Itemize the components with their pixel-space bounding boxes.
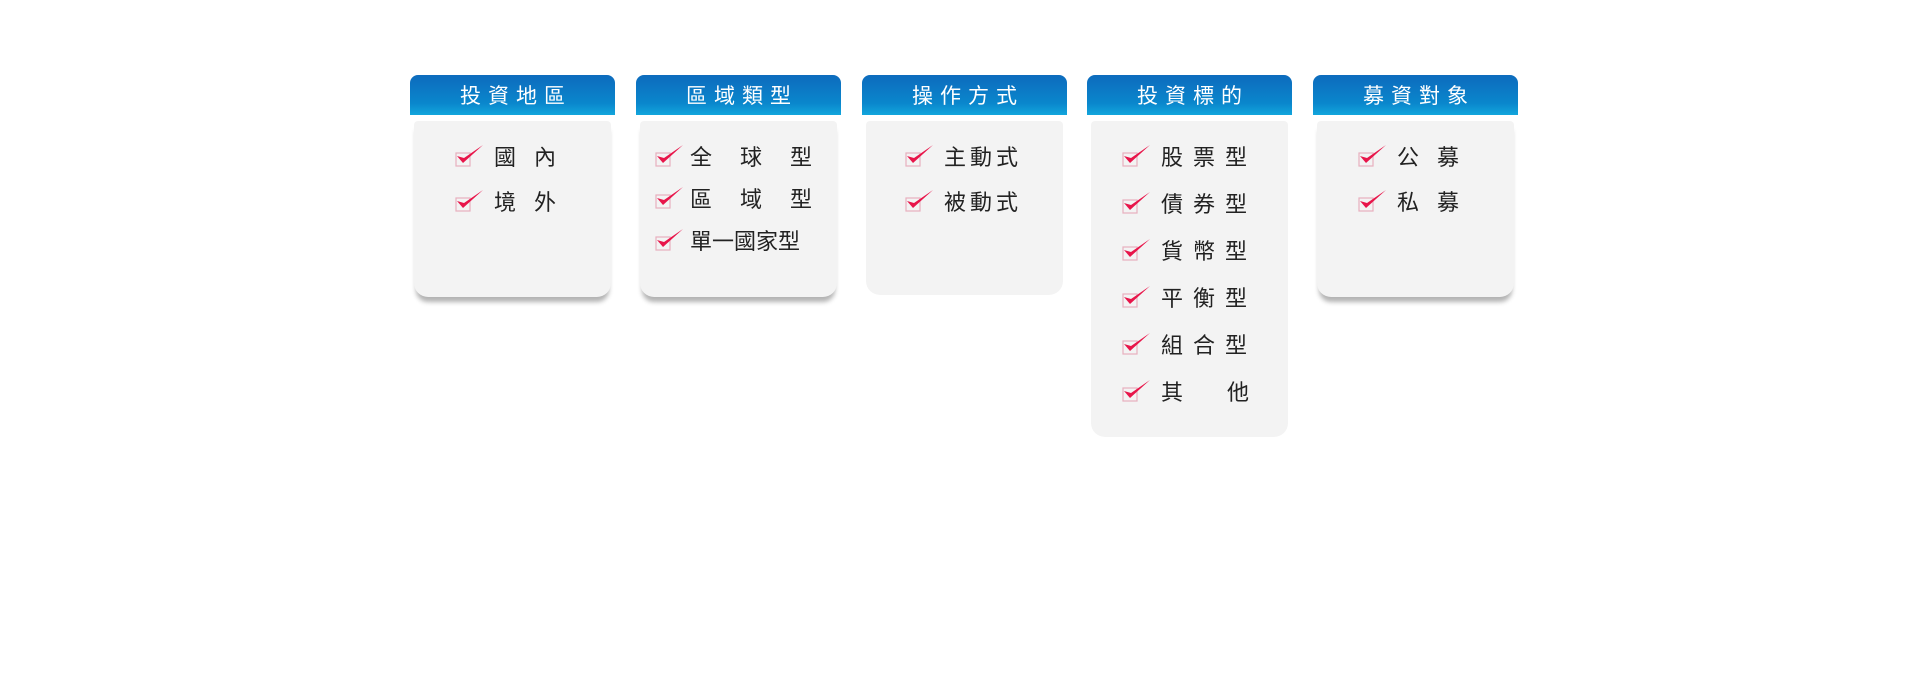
checkmark-icon <box>655 229 683 251</box>
checkmark-icon <box>1122 192 1150 214</box>
checkmark-icon <box>455 145 483 167</box>
checkmark-icon <box>655 187 683 209</box>
list-item: 其他 <box>1121 376 1293 406</box>
panel-body: 全球型 區域型 單一國家型 <box>640 121 837 297</box>
list-item: 國內 <box>454 141 574 171</box>
list-item: 區域型 <box>654 183 840 213</box>
panel-header: 募資對象 <box>1313 75 1518 115</box>
panel-body: 主動式 被動式 <box>866 121 1063 295</box>
list-item-label: 平衡型 <box>1161 287 1258 312</box>
list-item: 債券型 <box>1121 188 1257 218</box>
checkmark-icon <box>1122 380 1150 402</box>
list-item-label: 貨幣型 <box>1161 240 1258 265</box>
list-item: 單一國家型 <box>654 225 800 255</box>
list-item: 主動式 <box>904 141 1022 171</box>
panel-body: 公募 私募 <box>1317 121 1514 297</box>
panel-body: 股票型 債券型 貨幣型 平衡型 組合型 其他 <box>1091 121 1288 437</box>
list-item-label: 單一國家型 <box>690 230 801 255</box>
panel-header: 投資標的 <box>1087 75 1292 115</box>
list-item: 境外 <box>454 186 574 216</box>
list-item-label: 區域型 <box>690 188 841 213</box>
list-item-label: 主動式 <box>944 146 1023 171</box>
checkmark-icon <box>1122 239 1150 261</box>
list-item-label: 被動式 <box>944 191 1023 216</box>
checkmark-icon <box>1122 145 1150 167</box>
list-item-label: 組合型 <box>1161 334 1258 359</box>
checkmark-icon <box>455 190 483 212</box>
checkmark-icon <box>1358 145 1386 167</box>
checkmark-icon <box>1122 333 1150 355</box>
list-item-label: 全球型 <box>690 146 841 171</box>
list-item-label: 公募 <box>1397 146 1478 171</box>
checkmark-icon <box>905 145 933 167</box>
panel-header: 區域類型 <box>636 75 841 115</box>
checkmark-icon <box>1358 190 1386 212</box>
list-item-label: 私募 <box>1397 191 1478 216</box>
list-item: 貨幣型 <box>1121 235 1257 265</box>
list-item: 被動式 <box>904 186 1022 216</box>
list-item-label: 其他 <box>1161 381 1294 406</box>
list-item: 平衡型 <box>1121 282 1257 312</box>
list-item: 股票型 <box>1121 141 1257 171</box>
list-item: 私募 <box>1357 186 1477 216</box>
list-item-label: 境外 <box>494 191 575 216</box>
panel-header: 投資地區 <box>410 75 615 115</box>
checkmark-icon <box>905 190 933 212</box>
list-item: 組合型 <box>1121 329 1257 359</box>
checkmark-icon <box>655 145 683 167</box>
checkmark-icon <box>1122 286 1150 308</box>
list-item: 全球型 <box>654 141 840 171</box>
list-item-label: 股票型 <box>1161 146 1258 171</box>
list-item-label: 債券型 <box>1161 193 1258 218</box>
panel-header: 操作方式 <box>862 75 1067 115</box>
list-item: 公募 <box>1357 141 1477 171</box>
panel-body: 國內 境外 <box>414 121 611 297</box>
list-item-label: 國內 <box>494 146 575 171</box>
